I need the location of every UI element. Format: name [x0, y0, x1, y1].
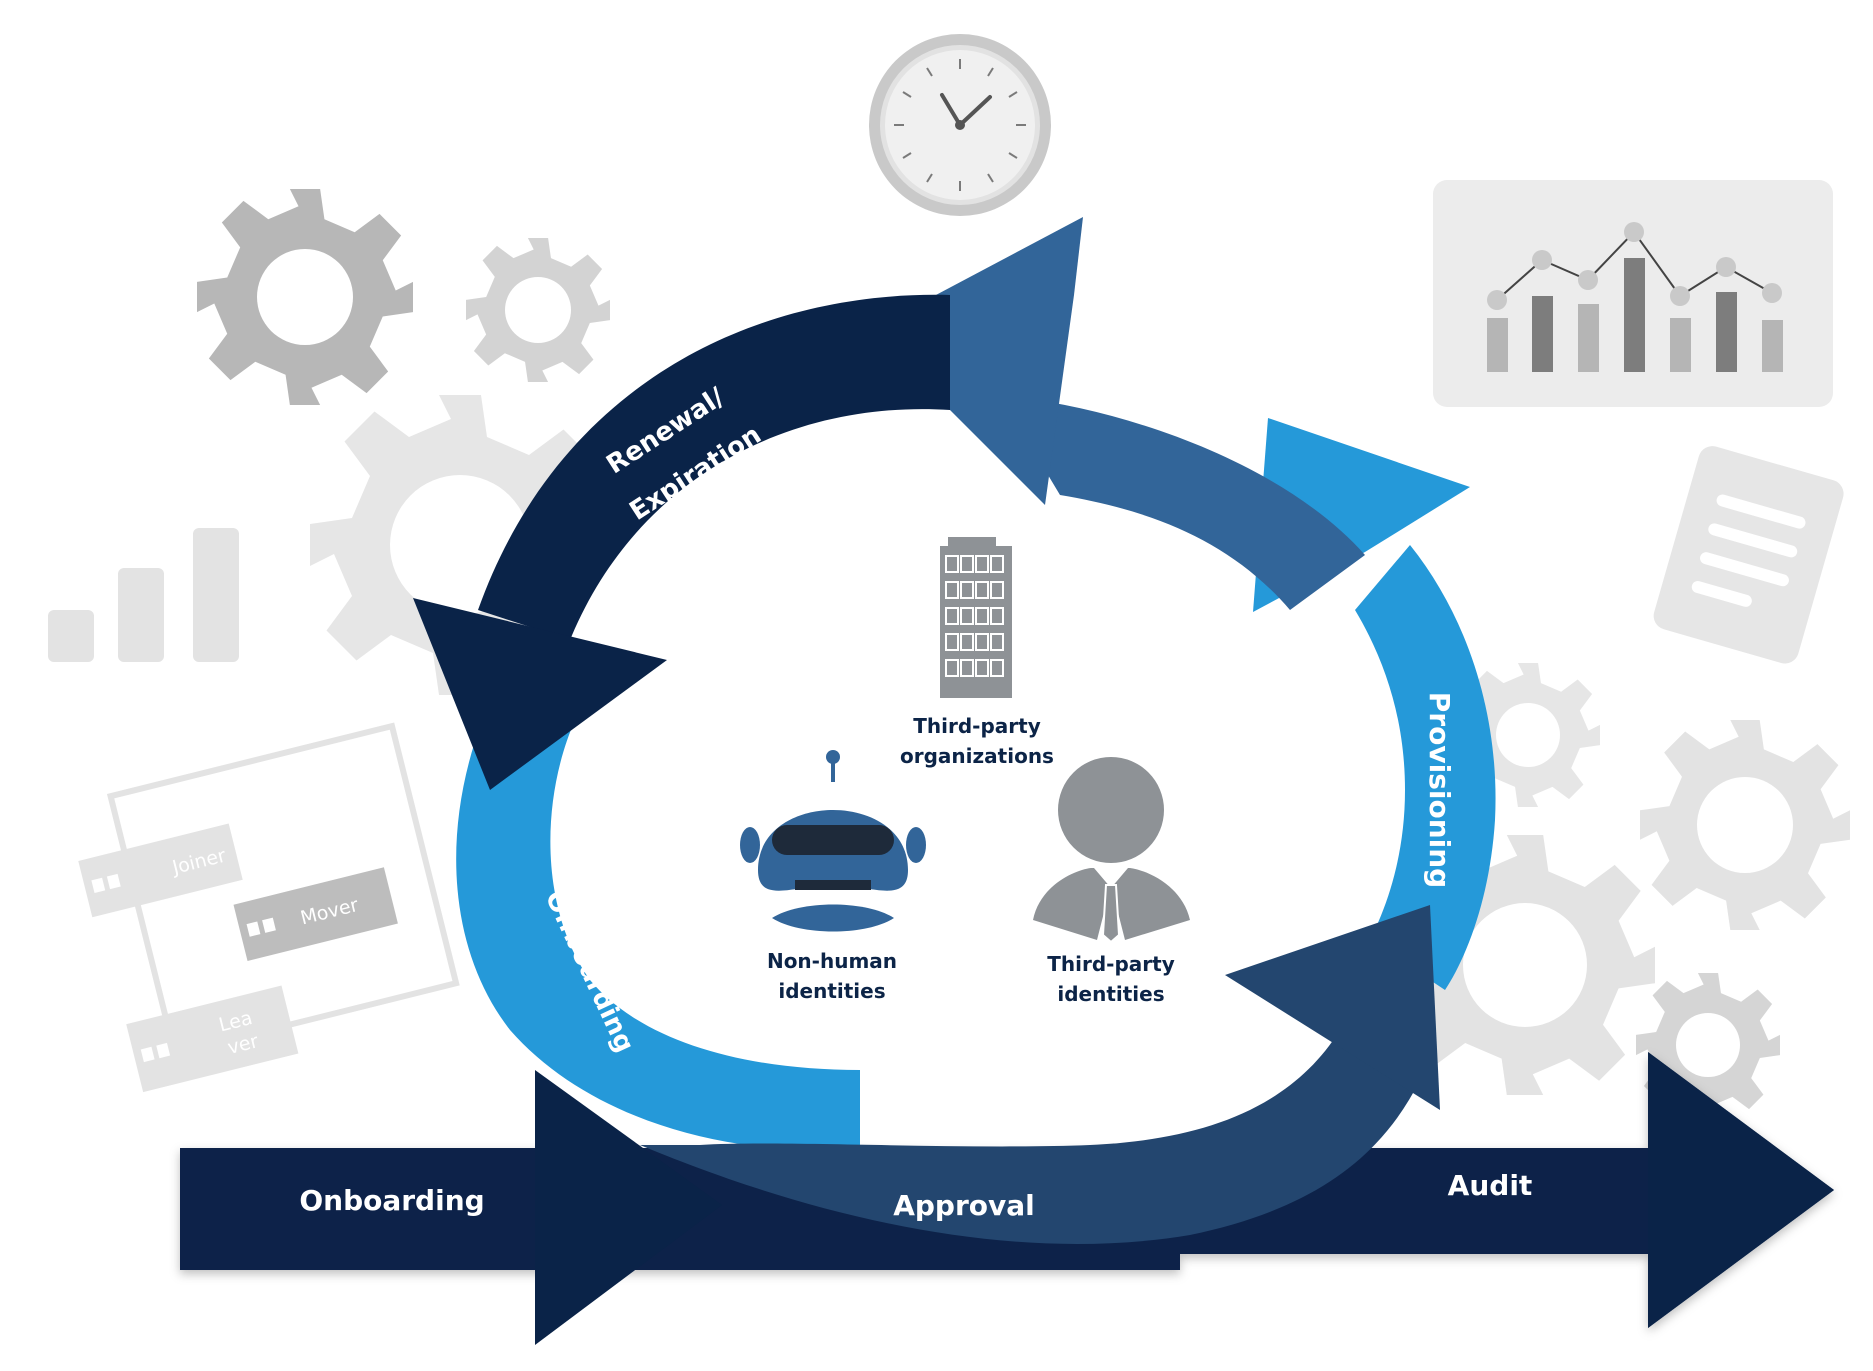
approval-arrowhead — [1225, 905, 1440, 1110]
gear-icon — [1456, 663, 1600, 807]
thirdparty-label-1: Third-party — [1047, 952, 1175, 976]
gear-icon — [1636, 973, 1780, 1117]
usage-arrowhead — [870, 217, 1083, 505]
building-icon — [940, 537, 1012, 698]
onboarding-label: Onboarding — [299, 1184, 484, 1217]
gear-icon — [466, 238, 610, 382]
offboarding-segment — [456, 680, 860, 1150]
clock-icon — [869, 34, 1051, 216]
provisioning-label: Provisioning — [1423, 692, 1456, 888]
gear-icon — [1395, 835, 1655, 1095]
audit-arrow — [1648, 1052, 1834, 1328]
nonhuman-label-1: Non-human — [767, 949, 897, 973]
document-icon — [1653, 446, 1844, 664]
gear-icon — [1640, 720, 1850, 930]
lifecycle-ring — [413, 217, 1496, 1244]
bar-chart-icon — [48, 528, 239, 662]
renewal-arrowhead — [413, 598, 667, 790]
thirdparty-label-2: identities — [1057, 982, 1164, 1006]
organizations-label-1: Third-party — [913, 714, 1041, 738]
line-bar-chart-icon — [1433, 180, 1833, 407]
onboarding-arrow — [535, 1070, 722, 1345]
approval-segment — [640, 1030, 1420, 1244]
person-icon — [1033, 757, 1190, 944]
background-decor: Joiner Mover Lea ver — [48, 34, 1850, 1117]
provisioning-segment — [1355, 545, 1496, 990]
renewal-segment — [478, 294, 950, 640]
audit-label: Audit — [1448, 1169, 1533, 1202]
joiner-mover-leaver-flow: Joiner Mover Lea ver — [78, 722, 460, 1093]
gear-icon — [197, 189, 413, 405]
approval-label: Approval — [893, 1189, 1035, 1222]
nonhuman-label-2: identities — [778, 979, 885, 1003]
organizations-label-2: organizations — [900, 744, 1054, 768]
usage-segment — [1000, 395, 1365, 610]
usage-label: Usage — [1100, 344, 1203, 408]
robot-icon — [740, 750, 926, 932]
